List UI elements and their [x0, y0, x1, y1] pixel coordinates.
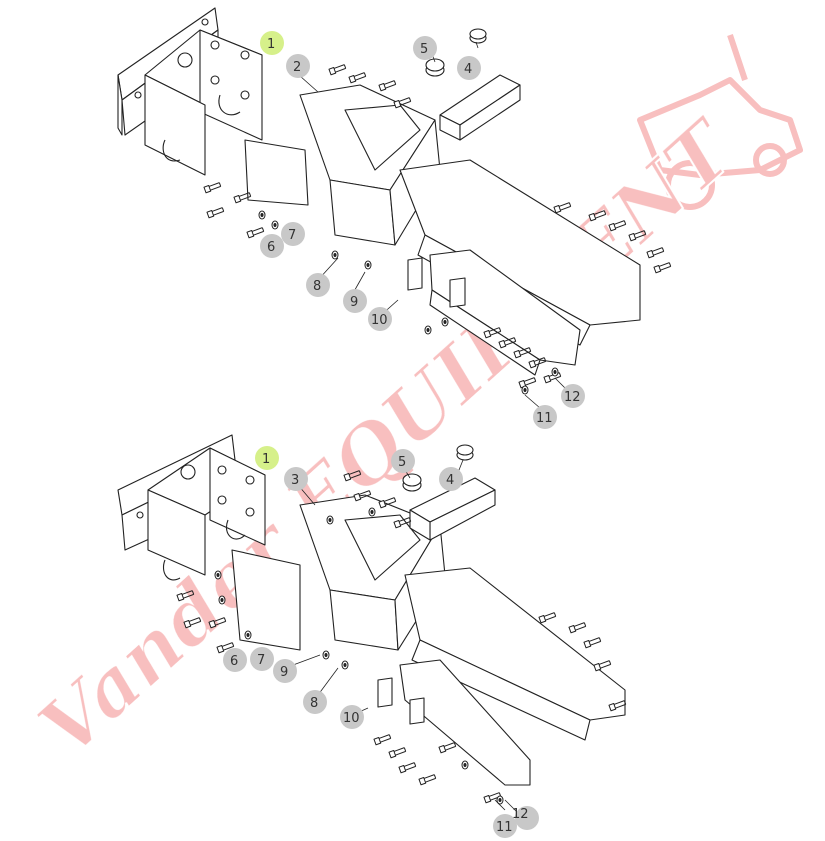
lower-hitch-bracket — [147, 447, 266, 581]
lower-callouts: 1 3 4 5 6 7 8 9 10 11 12 — [223, 446, 539, 838]
callout-lower-11[interactable]: 11 — [493, 814, 517, 838]
callout-upper-1[interactable]: 1 — [260, 31, 284, 55]
lower-nut-4 — [456, 444, 474, 461]
callout-lower-9[interactable]: 9 — [273, 659, 297, 683]
upper-callouts: 1 2 4 5 6 7 8 9 10 11 12 — [260, 31, 585, 429]
lower-assembly-view — [117, 434, 627, 816]
callout-lower-1[interactable]: 1 — [255, 446, 279, 470]
callout-upper-11[interactable]: 11 — [533, 405, 557, 429]
upper-assembly-view — [117, 7, 672, 409]
callout-upper-8[interactable]: 8 — [306, 273, 330, 297]
callout-upper-7[interactable]: 7 — [281, 222, 305, 246]
tractor-icon — [637, 34, 803, 210]
callout-upper-4[interactable]: 4 — [457, 56, 481, 80]
upper-side-plate — [244, 139, 309, 206]
callout-upper-5[interactable]: 5 — [413, 36, 437, 60]
svg-text:2: 2 — [293, 60, 301, 75]
svg-text:3: 3 — [291, 473, 299, 488]
upper-spacer — [407, 257, 423, 291]
lower-side-plate — [231, 549, 301, 651]
lower-nut-5 — [402, 473, 422, 492]
lower-long-rail — [399, 567, 626, 786]
svg-text:6: 6 — [267, 240, 275, 255]
callout-lower-4[interactable]: 4 — [439, 467, 463, 491]
svg-text:12: 12 — [512, 807, 529, 822]
svg-text:5: 5 — [420, 42, 428, 57]
lower-spacer-2 — [409, 697, 425, 725]
svg-text:10: 10 — [343, 711, 360, 726]
svg-text:10: 10 — [371, 313, 388, 328]
svg-text:4: 4 — [446, 473, 454, 488]
svg-text:9: 9 — [350, 295, 358, 310]
callout-lower-6[interactable]: 6 — [223, 648, 247, 672]
callout-lower-7[interactable]: 7 — [250, 647, 274, 671]
upper-spacer-2 — [449, 277, 466, 308]
svg-text:9: 9 — [280, 665, 288, 680]
svg-text:7: 7 — [288, 228, 296, 243]
upper-nut-5 — [425, 58, 445, 77]
callout-upper-10[interactable]: 10 — [368, 307, 392, 331]
callout-upper-12[interactable]: 12 — [561, 384, 585, 408]
callout-lower-3[interactable]: 3 — [284, 467, 308, 491]
callout-upper-6[interactable]: 6 — [260, 234, 284, 258]
lower-spacer — [377, 677, 393, 708]
upper-hitch-bracket — [144, 29, 263, 176]
svg-text:8: 8 — [313, 279, 321, 294]
svg-text:11: 11 — [496, 820, 513, 835]
upper-long-rail — [399, 159, 641, 376]
svg-text:4: 4 — [464, 62, 472, 77]
callout-lower-12[interactable]: 12 — [512, 806, 539, 830]
callout-upper-2[interactable]: 2 — [286, 54, 310, 78]
upper-nut-4 — [469, 28, 487, 44]
upper-channel-bracket — [439, 74, 521, 141]
svg-text:1: 1 — [267, 37, 275, 52]
upper-main-frame — [299, 84, 441, 246]
callout-lower-8[interactable]: 8 — [303, 690, 327, 714]
callout-lower-10[interactable]: 10 — [340, 705, 364, 729]
callout-upper-9[interactable]: 9 — [343, 289, 367, 313]
svg-text:1: 1 — [262, 452, 270, 467]
svg-text:11: 11 — [536, 411, 553, 426]
svg-text:6: 6 — [230, 654, 238, 669]
callout-lower-5[interactable]: 5 — [391, 449, 415, 473]
svg-text:12: 12 — [564, 390, 581, 405]
svg-text:8: 8 — [310, 696, 318, 711]
lower-channel-bracket — [409, 477, 496, 541]
svg-text:7: 7 — [257, 653, 265, 668]
svg-text:5: 5 — [398, 455, 406, 470]
